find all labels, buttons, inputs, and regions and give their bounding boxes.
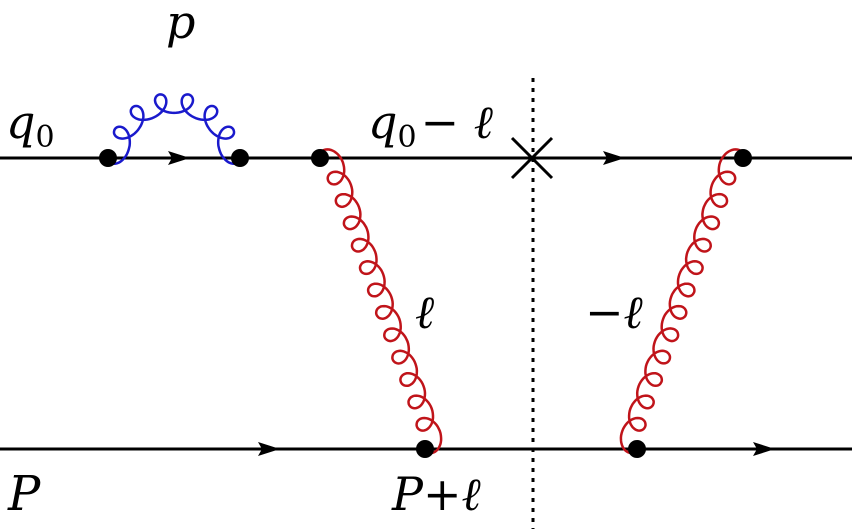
vertex-top-right-gluon: [734, 149, 752, 167]
label-gluon-left: ℓ: [415, 285, 435, 339]
vertex-bottom-left-gluon: [416, 440, 434, 458]
label-q0-minus-l: q0− ℓ: [368, 95, 494, 155]
exchange-gluon-left: [318, 148, 443, 455]
vertex-self-left: [99, 149, 117, 167]
cut-cross-mark: [510, 136, 554, 180]
arrow-top-left: [168, 151, 190, 165]
arrow-bottom-left: [258, 442, 280, 456]
arrow-bottom-right: [753, 442, 775, 456]
label-p-plus-l: P+ℓ: [391, 467, 481, 521]
label-proton: P: [7, 466, 41, 522]
label-loop-momentum: p: [166, 0, 195, 49]
self-energy-gluon-loop: [106, 93, 242, 165]
arrow-top-right: [603, 151, 625, 165]
label-gluon-right: −ℓ: [585, 285, 644, 339]
exchange-gluon-right: [619, 148, 745, 455]
label-q0-left: q0: [6, 95, 55, 155]
vertex-top-left-gluon: [311, 149, 329, 167]
vertex-self-right: [231, 149, 249, 167]
vertex-bottom-right-gluon: [628, 440, 646, 458]
